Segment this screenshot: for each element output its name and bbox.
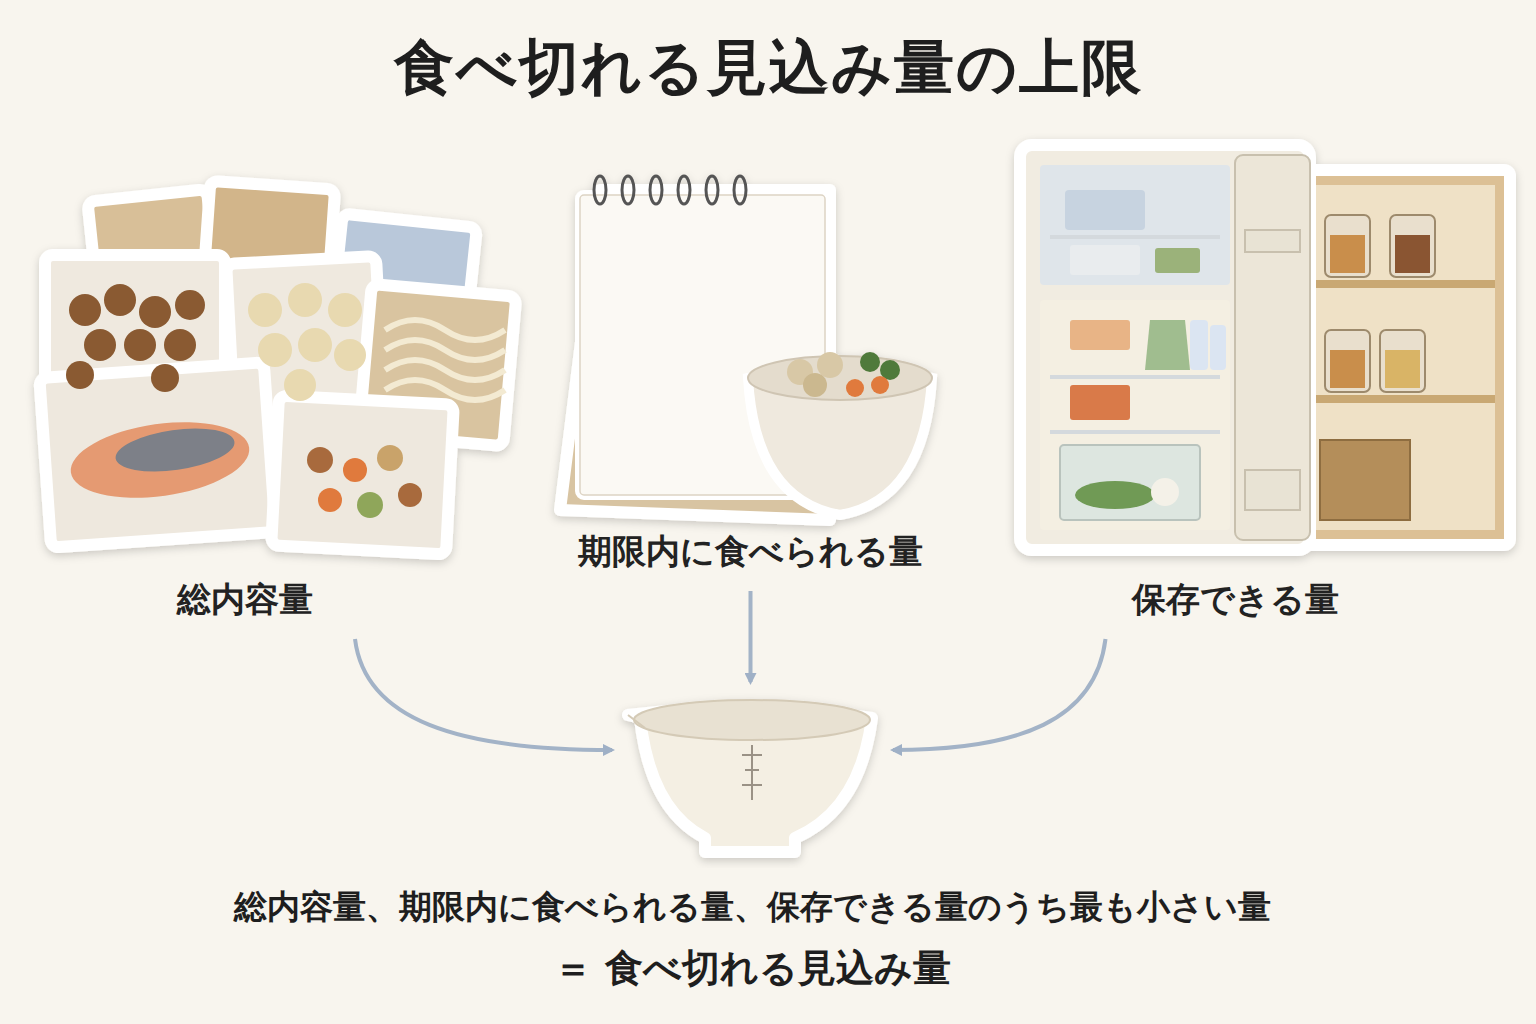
flow-arrow	[749, 591, 753, 682]
measuring-bowl	[628, 700, 872, 852]
source-label: 保存できる量	[1126, 575, 1345, 625]
node-label: 期限内に食べられる量	[572, 527, 929, 577]
source-label: 期限内に食べられる量	[572, 527, 929, 577]
calendar-bowl	[560, 176, 932, 520]
result-bowl: 総内容量、期限内に食べられる量、保存できる量のうち最も小さい量＝ 食べ切れる見込…	[620, 690, 885, 860]
node-label: 総内容量	[171, 575, 319, 625]
flow-arrow	[355, 639, 612, 750]
flow-arrow	[893, 639, 1106, 750]
result-text: ＝ 食べ切れる見込み量	[554, 943, 951, 994]
diagram-title: 食べ切れる見込み量の上限	[0, 28, 1536, 109]
fridge-pantry	[1020, 145, 1510, 550]
formula-text: 総内容量、期限内に食べられる量、保存できる量のうち最も小さい量	[234, 885, 1271, 930]
source-label: 総内容量	[171, 575, 319, 625]
node-label: 保存できる量	[1126, 575, 1345, 625]
food-bags	[39, 181, 516, 555]
